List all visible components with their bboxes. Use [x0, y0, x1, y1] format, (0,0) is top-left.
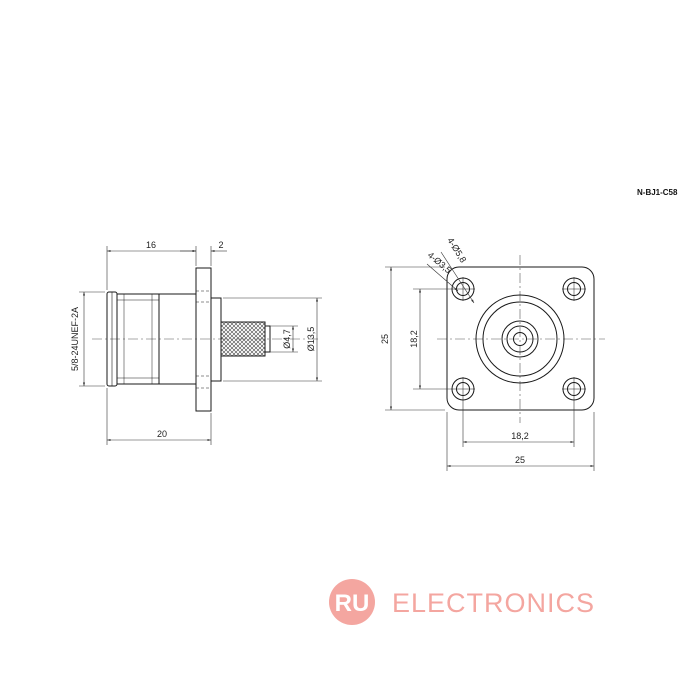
center-pin	[513, 332, 527, 346]
side-view-dimension-labels: 16 2 20 5/8-24UNEF-2A Ø4,7 Ø13,5	[70, 240, 316, 439]
watermark-logo: RU ELECTRONICS	[329, 579, 595, 625]
front-view-dimensions	[385, 251, 595, 471]
side-view	[92, 267, 320, 412]
dim-hole-spacing-v-label: 18,2	[409, 330, 419, 348]
crimp-tip	[264, 325, 271, 353]
dim-flange-width-label: 25	[515, 455, 525, 465]
dielectric-ring	[501, 320, 539, 358]
mounting-hole-br	[562, 377, 586, 401]
dim-holes-outer-label: 4-Ø5,8	[445, 236, 468, 265]
crimp-ferrule	[220, 321, 266, 357]
dim-pin-dia-label: Ø4,7	[282, 329, 292, 349]
dim-flange-thickness-label: 2	[218, 240, 223, 250]
watermark-badge-circle	[329, 579, 375, 625]
insulator-ring	[506, 325, 534, 353]
dim-tail-dia-label: Ø13,5	[306, 327, 316, 352]
middle-ring	[482, 301, 558, 377]
watermark-brand-text: ELECTRONICS	[392, 588, 595, 618]
mounting-hole-tl	[451, 277, 475, 301]
side-view-dimensions	[79, 246, 322, 445]
mounting-flange	[195, 267, 212, 412]
mounting-hole-tr	[562, 277, 586, 301]
outer-ring	[475, 294, 565, 384]
thread-spec-label: 5/8-24UNEF-2A	[70, 307, 80, 371]
watermark-badge-text: RU	[335, 590, 370, 617]
part-number-label: N-BJ1-C58	[637, 188, 678, 197]
dim-holes-inner-label: 4-Ø3,5	[426, 250, 454, 275]
front-view	[437, 255, 605, 423]
dim-hole-spacing-h-label: 18,2	[511, 431, 529, 441]
dim-flange-height-label: 25	[380, 334, 390, 344]
square-flange	[446, 266, 595, 411]
dim-total-length-label: 20	[157, 429, 167, 439]
dim-body-length-label: 16	[146, 240, 156, 250]
mounting-hole-bl	[451, 377, 475, 401]
rear-collar	[210, 297, 222, 382]
